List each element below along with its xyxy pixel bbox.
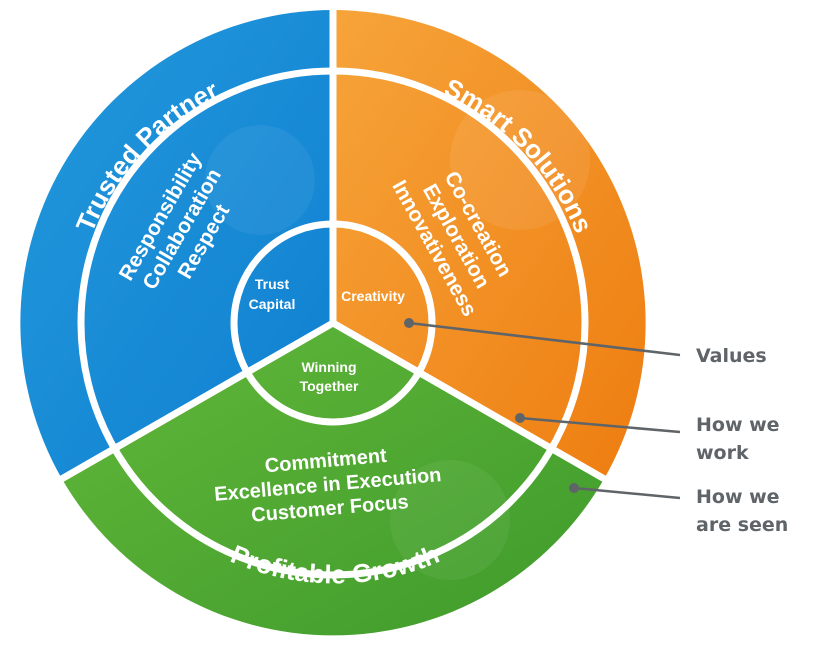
- seen-leader-dot: [569, 483, 579, 493]
- legend-how-we-work: How we work: [696, 411, 780, 467]
- legend-how-we-work-line-1: How we: [696, 414, 780, 436]
- trusted-partner-sector: [20, 10, 333, 479]
- value-together: Together: [300, 378, 359, 394]
- legend-how-we-are-seen-line-2: are seen: [696, 514, 789, 536]
- legend-how-we-work-line-2: work: [696, 442, 749, 464]
- value-trust: Trust: [255, 276, 290, 292]
- value-creativity: Creativity: [341, 288, 405, 304]
- legend-values-text: Values: [696, 345, 767, 367]
- sector-divider-left: [56, 319, 335, 485]
- values-leader-line: [408, 321, 681, 357]
- sector-divider-right: [331, 319, 610, 485]
- legend-how-we-are-seen: How we are seen: [696, 483, 788, 539]
- values-leader-dot: [404, 318, 414, 328]
- legend-how-we-are-seen-line-1: How we: [696, 486, 780, 508]
- seen-leader-line: [573, 486, 681, 500]
- value-capital: Capital: [249, 296, 296, 312]
- value-winning: Winning: [301, 359, 356, 375]
- work-leader-dot: [515, 413, 525, 423]
- legend-values: Values: [696, 342, 767, 370]
- smart-solutions-sector: [333, 10, 646, 479]
- work-leader-line: [519, 416, 681, 434]
